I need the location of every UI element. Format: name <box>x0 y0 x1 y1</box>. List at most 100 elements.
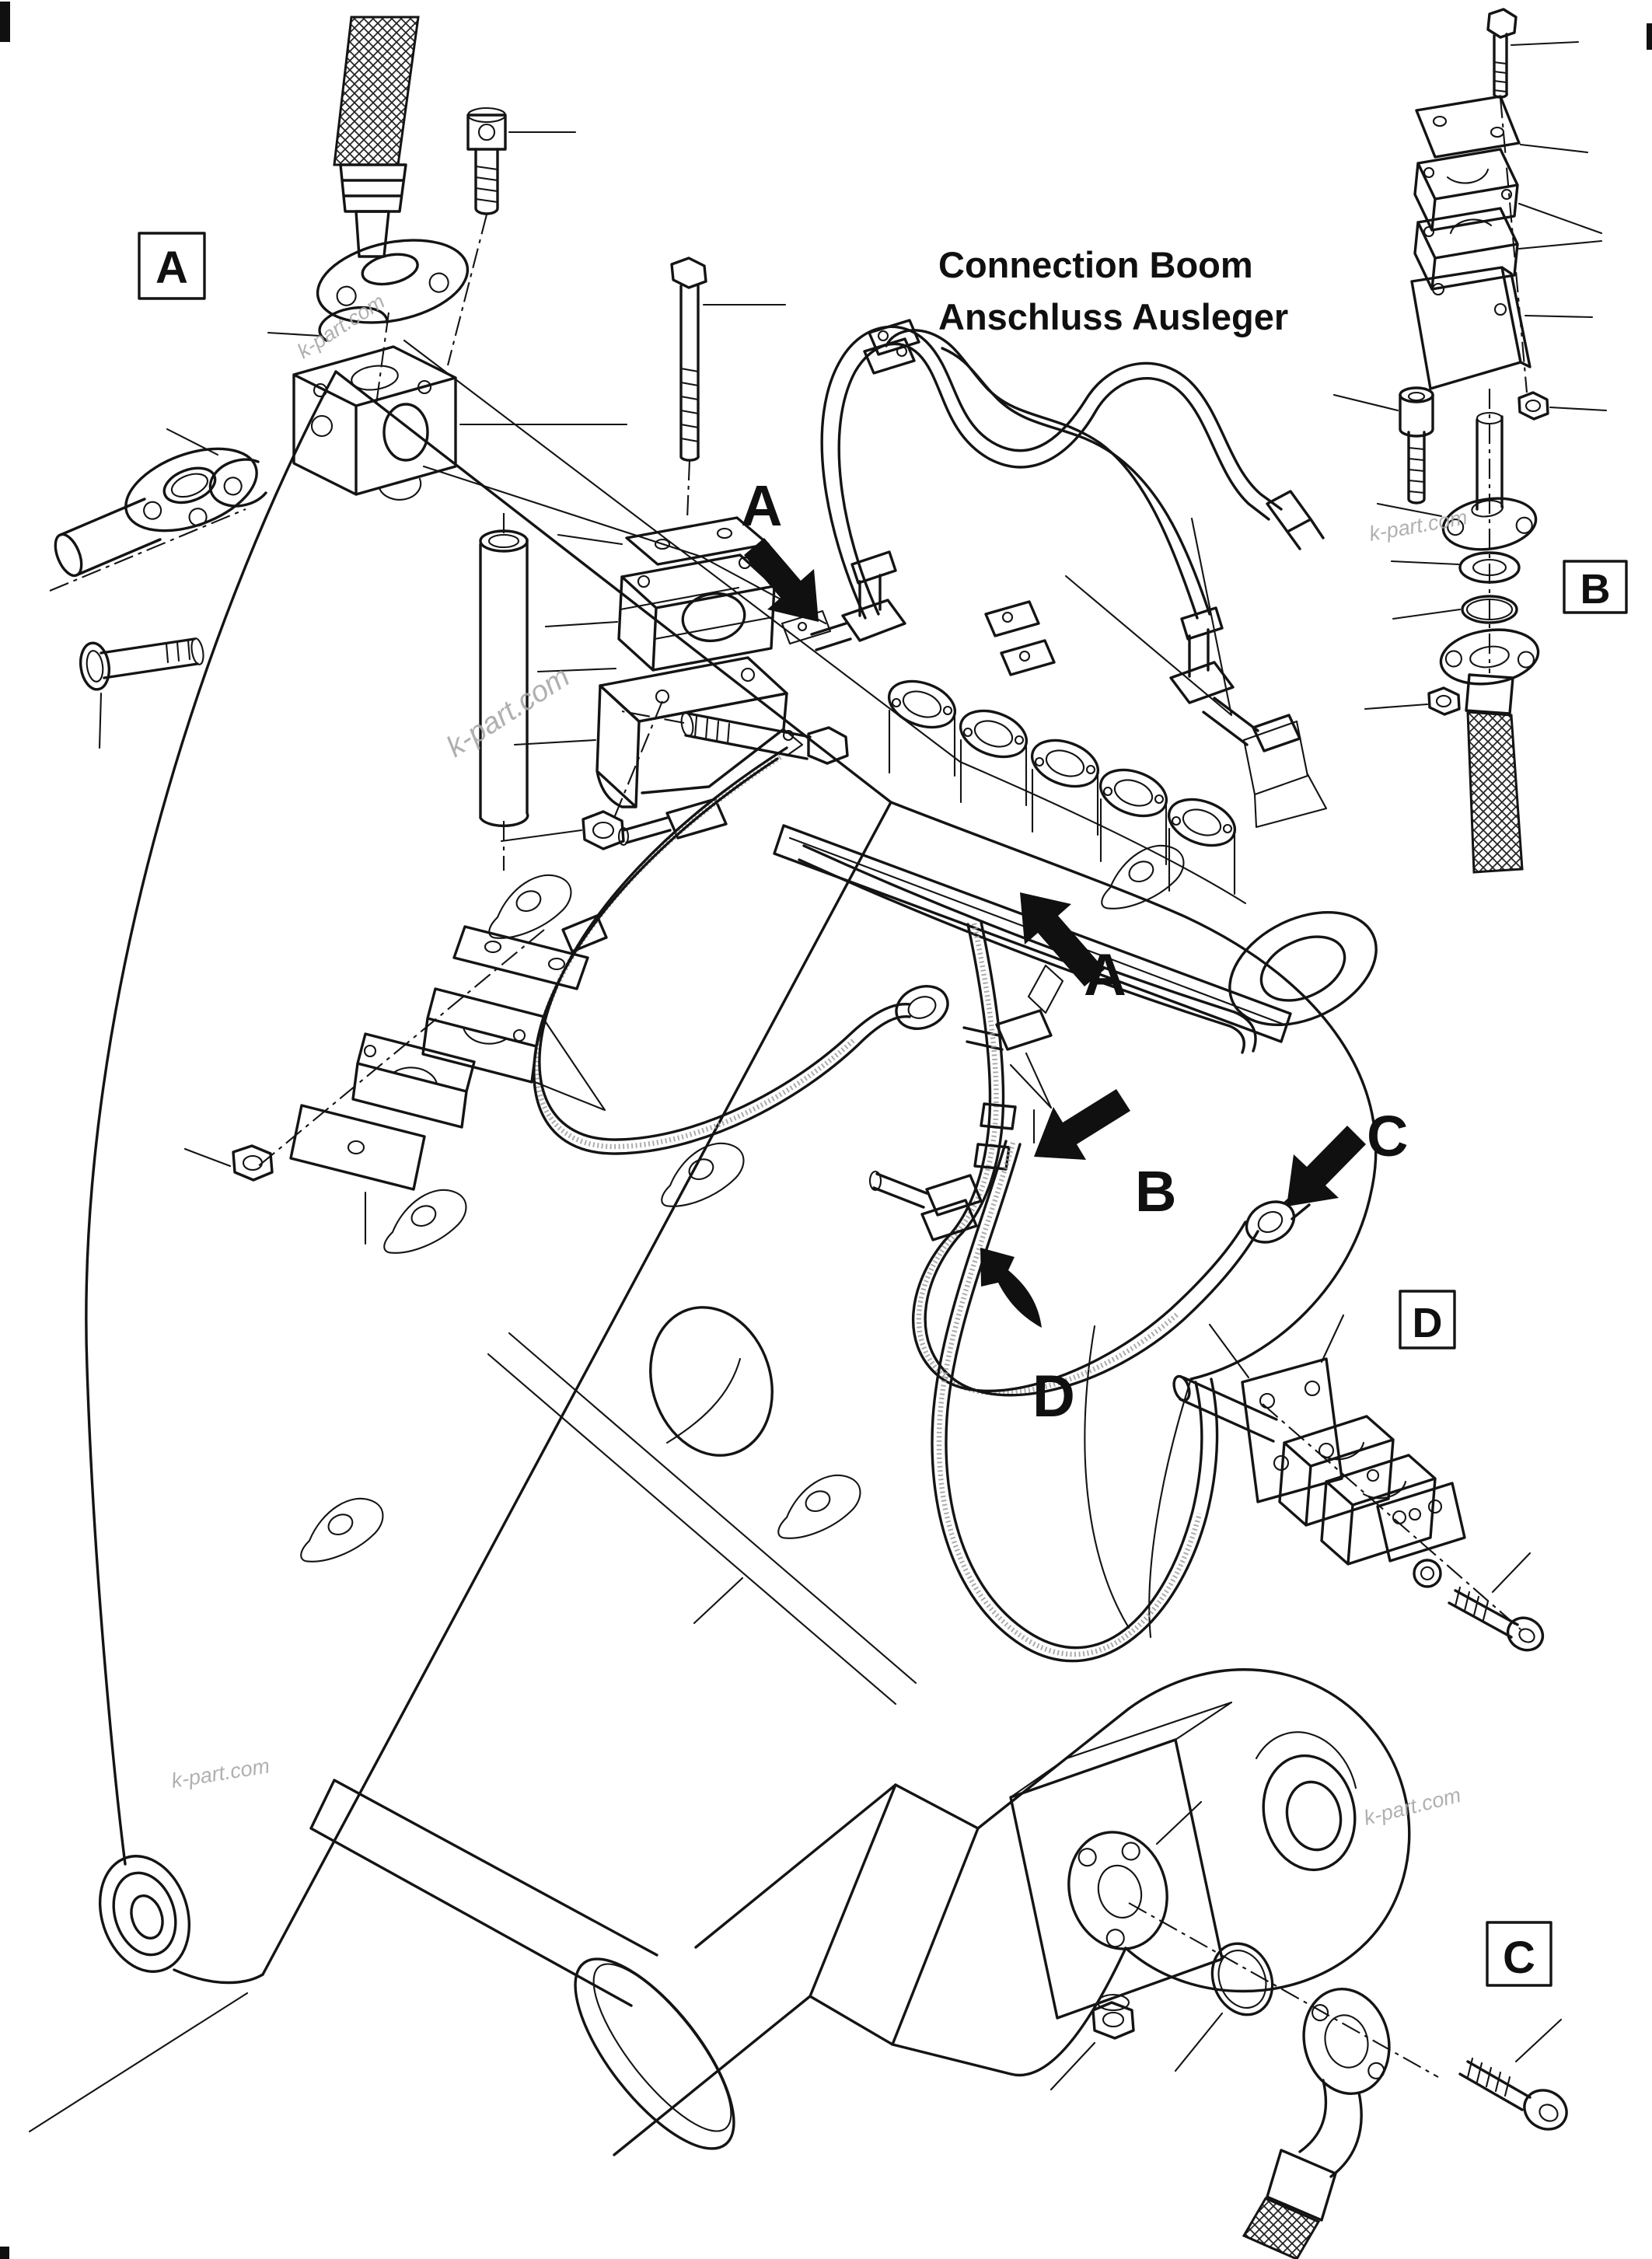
socket-bolt-2 <box>79 637 204 749</box>
stack-nut <box>1518 391 1549 421</box>
d-clamp-half-2 <box>1320 1454 1437 1566</box>
detail-a-exploded <box>49 16 849 1245</box>
boxed-label-a <box>138 232 206 300</box>
hose-mid-clamp-plates <box>984 600 1056 676</box>
manifold-right-elbow-fitting <box>1169 606 1328 829</box>
hose-top-clamp-plates <box>863 319 920 375</box>
arrow-a-mid <box>1020 892 1105 986</box>
d-bolt <box>1448 1552 1545 1652</box>
stack-bolt <box>1493 33 1508 99</box>
cylinder-gland-plate <box>809 1783 980 2046</box>
detail-c-exploded <box>1050 1800 1568 2259</box>
hose-top-1 <box>820 325 1283 620</box>
d-mount-plate <box>1241 1357 1343 1503</box>
boom-oval-cutout <box>649 1306 774 1457</box>
clamp-bracket <box>595 656 804 808</box>
snap-ring <box>208 458 267 508</box>
watermark-2: k-part.com <box>441 661 575 764</box>
hose-mid-clamp-stub <box>868 1170 983 1241</box>
hose-end-swivel-fitting <box>1266 490 1325 550</box>
manifold-assembly <box>617 550 1328 1144</box>
c-socket-bolt <box>1458 2018 1568 2131</box>
stack-clamp-lower <box>1413 207 1519 291</box>
hose-ferrule <box>339 163 407 213</box>
boxed-letter-a: A <box>155 243 188 293</box>
hose-top-2 <box>885 329 1199 620</box>
boom-left-hose-clamp <box>617 798 728 847</box>
b-braided-hose <box>1466 711 1524 874</box>
d-clamp-half-1 <box>1278 1415 1395 1527</box>
cylinder-port-block <box>1009 1738 1224 2020</box>
arrow-d-curved <box>980 1248 1042 1328</box>
hose-runs <box>533 319 1325 1663</box>
callout-arrows <box>744 538 1366 1328</box>
b-socket-bolt <box>1332 386 1434 505</box>
stack-l-bracket <box>1410 266 1594 390</box>
hose-ferrule-fittings <box>973 1102 1017 1171</box>
hose-flange <box>316 239 470 324</box>
clamp-block <box>617 553 776 672</box>
hose-left-u <box>538 746 911 1141</box>
title-line1: Connection Boom <box>938 244 1253 285</box>
detail-d-exploded <box>1172 1314 1545 1652</box>
arrow-label-d: D <box>1032 1363 1075 1430</box>
boom-diamond-mark <box>1027 964 1064 1014</box>
clamp-nut <box>582 810 625 850</box>
boxed-letter-d: D <box>1413 1300 1443 1346</box>
hose-left-ferrule <box>561 914 608 953</box>
o-ring <box>318 306 389 342</box>
d-rod <box>1179 1376 1278 1443</box>
b-bearing-washer <box>1390 551 1521 584</box>
arrow-b <box>1034 1089 1130 1160</box>
manifold-valve-bosses <box>887 679 1237 896</box>
b-flange-lower <box>1439 628 1540 686</box>
flanged-tube <box>49 447 258 592</box>
boom-hose-guide-tabs <box>300 844 1185 1562</box>
arrow-label-a-mid: A <box>1084 942 1126 1008</box>
boom-foot-boss <box>1228 910 1378 1027</box>
cylinder-barrel-cap <box>574 1957 735 2150</box>
hose-descending <box>924 920 1259 1397</box>
c-o-ring <box>1210 1942 1274 2016</box>
watermark-5: k-part.com <box>1361 1783 1463 1830</box>
socket-bolt <box>466 106 577 215</box>
boom-top-seam <box>334 370 892 804</box>
cylinder-rod-eye <box>1124 1668 1411 1993</box>
arrow-c <box>1287 1126 1366 1206</box>
d-small-plate <box>1376 1482 1466 1562</box>
boom-left-edge <box>85 370 337 1866</box>
b-seal-ring <box>1392 595 1518 624</box>
b-nut <box>1427 686 1461 716</box>
boom-bottom-edge <box>173 1968 264 1985</box>
cylinder-barrel <box>613 1783 897 2156</box>
spacer-pipe <box>479 513 617 871</box>
clamp-exploded <box>183 925 606 1245</box>
boxed-letter-b: B <box>1580 566 1611 613</box>
arrow-label-a-top: A <box>741 473 782 538</box>
hex-bolt <box>621 710 849 765</box>
labels: Connection Boom Anschluss Ausleger A B D… <box>138 232 1628 1987</box>
hydraulic-cylinder <box>309 1668 1411 2156</box>
watermark-4: k-part.com <box>169 1754 271 1793</box>
b-flange-upper <box>1441 497 1538 551</box>
title-line2: Anschluss Ausleger <box>938 296 1288 337</box>
arrow-label-c: C <box>1367 1104 1408 1168</box>
rod-eye-bore <box>1262 1754 1357 1872</box>
c-elbow-flange <box>1242 1988 1391 2259</box>
b-tube <box>1476 415 1504 511</box>
boom-structure <box>28 339 1378 2133</box>
stack-top-plate <box>1415 95 1521 159</box>
b-hose-ferrule <box>1465 673 1514 715</box>
boom-seam-lines <box>487 1332 917 1706</box>
boom-right-edge <box>261 801 892 1976</box>
detail-b-exploded <box>1332 386 1540 874</box>
boxed-label-c <box>1486 1921 1552 1987</box>
boxed-letter-c: C <box>1503 1933 1535 1983</box>
d-washer <box>1413 1559 1442 1588</box>
braided-hose <box>333 16 420 166</box>
manifold-mid-clamp <box>962 1009 1053 1144</box>
clamp-bolt <box>679 283 700 462</box>
detail-top-right-clamp-stack <box>1410 8 1608 421</box>
